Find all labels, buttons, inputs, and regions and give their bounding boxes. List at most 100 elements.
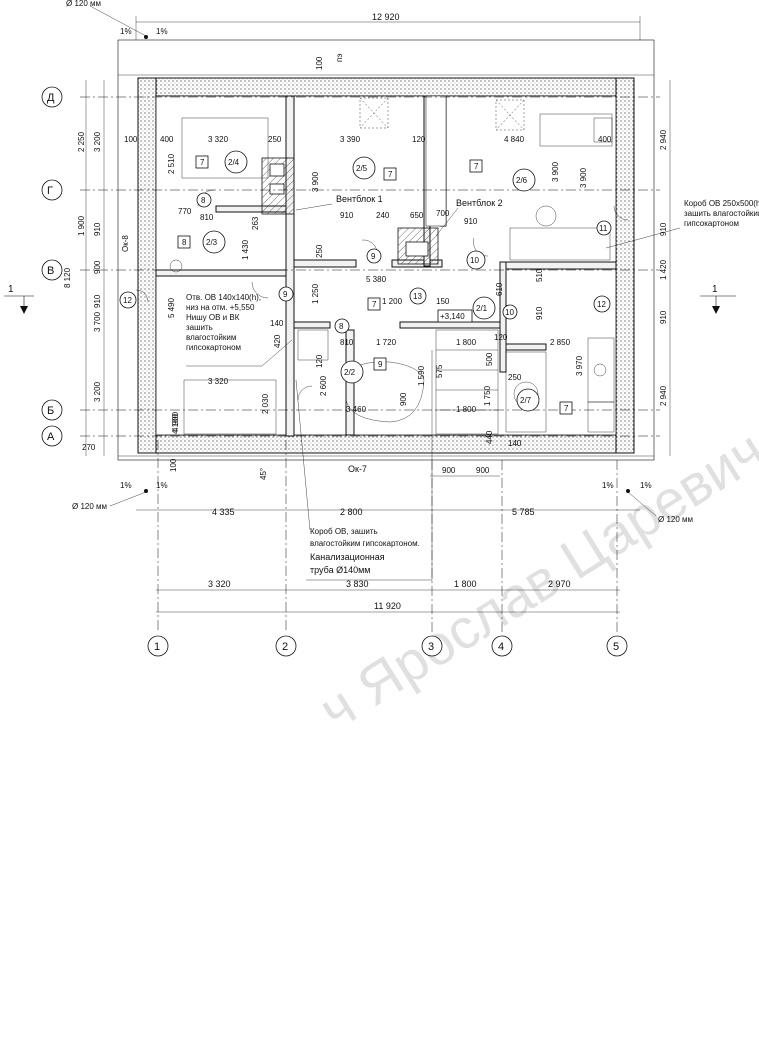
svg-text:575: 575 [435,364,444,378]
svg-text:150: 150 [436,297,450,306]
marker-10b: 10 [502,304,518,320]
roof-outline [117,39,655,461]
svg-text:8: 8 [339,322,344,331]
marker-8a: 8 [196,192,212,208]
svg-text:1 750: 1 750 [483,385,492,406]
axis-bubble-v: В [41,259,63,281]
svg-text:1 800: 1 800 [456,405,477,414]
svg-text:Канализационная: Канализационная [310,552,385,562]
furniture [169,97,615,435]
labels: Вентблок 1 Вентблок 2 Ок-8 [121,194,503,252]
room-tag-2-2: 92/2 [340,357,387,384]
svg-text:9: 9 [283,290,288,299]
svg-text:100: 100 [124,135,138,144]
svg-text:500: 500 [485,352,494,366]
svg-text:5: 5 [613,641,619,653]
svg-text:120: 120 [494,333,508,342]
svg-text:120: 120 [315,354,324,368]
svg-text:100: 100 [315,56,324,70]
svg-text:Вентблок 2: Вентблок 2 [456,198,503,208]
svg-text:900: 900 [476,466,490,475]
svg-text:4 335: 4 335 [212,507,235,517]
svg-text:1 430: 1 430 [241,239,250,260]
svg-text:2/5: 2/5 [356,164,368,173]
svg-text:+3,140: +3,140 [440,312,465,321]
svg-text:910: 910 [340,211,354,220]
svg-text:4 100: 4 100 [171,413,180,434]
svg-text:3 460: 3 460 [346,405,367,414]
axis-numbers: 1 2 3 4 5 [147,635,628,657]
svg-text:610: 610 [495,282,504,296]
svg-text:1 720: 1 720 [376,338,397,347]
svg-text:Отв. ОВ 140х140(h),: Отв. ОВ 140х140(h), [186,293,261,302]
level-mark: +3,140 [437,309,473,323]
svg-text:12: 12 [597,300,606,309]
svg-text:11 920: 11 920 [374,601,401,611]
room-tag-2-7: 72/7 [516,388,573,415]
svg-text:250: 250 [315,244,324,258]
watermark: ч Ярослав Царевич [308,418,759,742]
svg-text:100: 100 [169,458,178,472]
axis-letters: Д Г В Б А [41,86,63,447]
svg-text:900: 900 [93,260,102,274]
svg-text:12: 12 [123,296,132,305]
svg-text:1: 1 [712,284,718,295]
note-right: Короб ОВ 250х500(h), зашить влагостойким… [605,199,759,249]
svg-text:250: 250 [268,135,282,144]
svg-text:Ок-8: Ок-8 [121,235,130,252]
svg-text:3 900: 3 900 [551,161,560,182]
svg-text:зашить: зашить [186,323,213,332]
svg-text:700: 700 [436,209,450,218]
svg-text:А: А [47,431,55,443]
svg-text:910: 910 [535,306,544,320]
svg-text:2/2: 2/2 [344,368,356,377]
svg-text:1 800: 1 800 [456,338,477,347]
svg-text:7: 7 [200,158,205,167]
marker-8b: 8 [334,318,350,334]
svg-text:1 800: 1 800 [454,579,477,589]
svg-text:3 320: 3 320 [208,377,229,386]
svg-text:1%: 1% [602,481,614,490]
svg-text:Ок-7: Ок-7 [348,464,367,474]
svg-text:1%: 1% [156,27,168,36]
svg-text:1 420: 1 420 [659,259,668,280]
svg-text:7: 7 [474,162,479,171]
svg-text:9: 9 [371,252,376,261]
svg-text:263: 263 [251,216,260,230]
axis-bubble-4: 4 [491,635,513,657]
svg-text:140: 140 [508,439,522,448]
svg-text:5 490: 5 490 [167,297,176,318]
axis-bubble-d: Д [41,86,63,108]
svg-text:3 200: 3 200 [93,131,102,152]
svg-text:8 120: 8 120 [63,267,72,288]
axis-bubble-2: 2 [275,635,297,657]
svg-text:240: 240 [376,211,390,220]
svg-text:2 940: 2 940 [659,129,668,150]
svg-text:910: 910 [659,222,668,236]
right-dimensions: 2 940 3 900 910 1 420 910 2 940 [579,80,671,456]
svg-text:2 970: 2 970 [548,579,571,589]
svg-text:1: 1 [8,284,14,295]
svg-text:3 700: 3 700 [93,311,102,332]
svg-text:2 250: 2 250 [77,131,86,152]
svg-text:2/3: 2/3 [206,238,218,247]
svg-text:2 940: 2 940 [659,385,668,406]
svg-text:10: 10 [505,308,514,317]
svg-text:Ø 120 мм: Ø 120 мм [658,515,693,524]
svg-text:1: 1 [154,641,160,653]
svg-text:4 900: 4 900 [171,411,180,432]
marker-9a: 9 [278,286,294,302]
svg-text:400: 400 [598,135,612,144]
svg-text:810: 810 [200,213,214,222]
svg-text:1 200: 1 200 [382,297,403,306]
svg-text:270: 270 [82,443,96,452]
svg-text:250: 250 [508,373,522,382]
svg-text:Ø 120 мм: Ø 120 мм [66,0,101,8]
svg-text:650: 650 [410,211,424,220]
svg-text:11: 11 [599,224,608,233]
svg-text:3 320: 3 320 [208,135,229,144]
svg-text:5 380: 5 380 [366,275,387,284]
